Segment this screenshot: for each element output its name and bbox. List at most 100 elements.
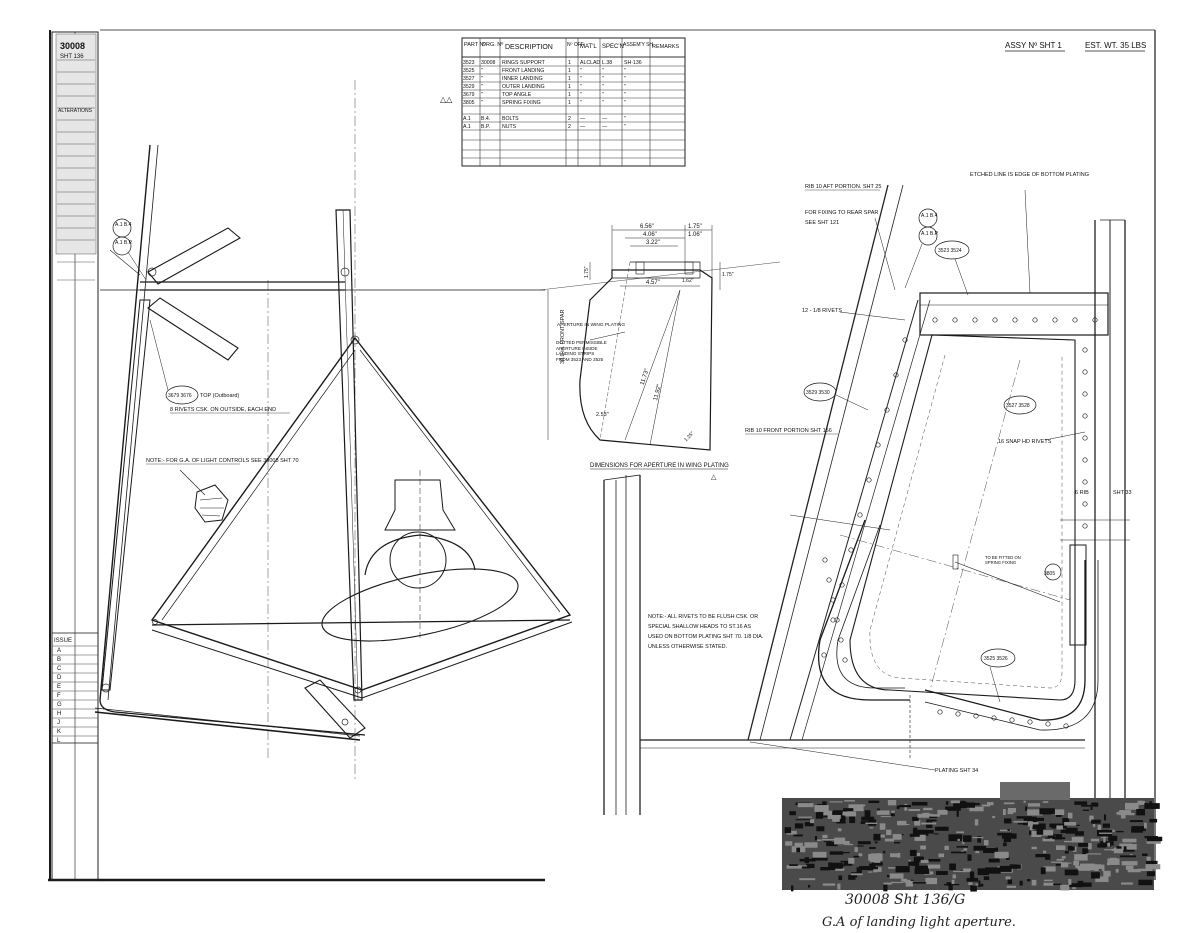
noise-speck bbox=[1113, 847, 1124, 854]
noise-speck bbox=[798, 816, 812, 818]
noise-speck bbox=[1007, 808, 1017, 813]
noise-speck bbox=[892, 834, 902, 840]
noise-speck bbox=[911, 801, 928, 806]
issue-value: C bbox=[57, 666, 62, 672]
noise-speck bbox=[804, 822, 814, 827]
table-header: SPEC'N bbox=[602, 44, 624, 50]
noise-speck bbox=[842, 811, 857, 817]
noise-speck bbox=[1039, 808, 1055, 815]
callout-a1-b4: A.1 B.4 bbox=[115, 222, 132, 228]
noise-speck bbox=[960, 850, 965, 853]
noise-speck bbox=[1007, 879, 1013, 885]
issue-value: H bbox=[57, 711, 61, 717]
noise-speck bbox=[1013, 821, 1028, 823]
noise-speck bbox=[814, 835, 818, 841]
noise-speck bbox=[1045, 854, 1051, 860]
noise-speck bbox=[1119, 843, 1132, 847]
noise-speck bbox=[1005, 876, 1011, 880]
noise-speck bbox=[934, 833, 939, 835]
noise-speck bbox=[1095, 876, 1109, 883]
noise-speck bbox=[836, 818, 846, 820]
noise-speck bbox=[869, 827, 874, 829]
noise-speck bbox=[1089, 815, 1094, 822]
rivet bbox=[1032, 317, 1038, 323]
dotted-aperture-note: DOTTED PERMISSIBLE APERTURE INSIDE LANDI… bbox=[556, 340, 607, 362]
rivet bbox=[937, 709, 943, 715]
noise-speck bbox=[914, 865, 929, 870]
noise-speck bbox=[868, 871, 873, 873]
noise-speck bbox=[837, 883, 841, 890]
noise-speck bbox=[826, 842, 838, 847]
noise-speck bbox=[838, 875, 843, 881]
noise-speck bbox=[823, 810, 833, 816]
noise-speck bbox=[975, 849, 980, 854]
noise-speck bbox=[901, 823, 910, 826]
noise-speck bbox=[1047, 835, 1056, 839]
callout-3523: 3523 3524 bbox=[938, 248, 962, 254]
callout-3527: 3527 3528 bbox=[1006, 403, 1030, 409]
rivet bbox=[1082, 435, 1088, 441]
noise-speck bbox=[786, 865, 802, 869]
handwritten-drawing-ref: 30008 Sht 136/G bbox=[845, 892, 965, 908]
noise-speck bbox=[952, 874, 957, 879]
noise-speck bbox=[1052, 837, 1066, 840]
noise-speck bbox=[956, 831, 965, 834]
noise-speck bbox=[1090, 806, 1093, 810]
noise-speck bbox=[1078, 842, 1089, 847]
noise-speck bbox=[856, 867, 862, 874]
noise-speck bbox=[1043, 879, 1053, 882]
noise-speck bbox=[785, 841, 793, 846]
noise-speck bbox=[837, 864, 843, 866]
noise-speck bbox=[834, 837, 846, 845]
noise-speck bbox=[977, 836, 981, 843]
noise-speck bbox=[1100, 837, 1109, 839]
dim-inner: 3.22" bbox=[646, 240, 660, 246]
table-cell: 3805 bbox=[463, 100, 475, 106]
noise-speck bbox=[966, 877, 979, 882]
noise-speck bbox=[1108, 835, 1118, 841]
noise-speck bbox=[890, 881, 904, 884]
noise-speck bbox=[908, 861, 920, 866]
noise-speck bbox=[842, 812, 850, 816]
noise-speck bbox=[1064, 851, 1069, 854]
scan-damage-patch bbox=[782, 782, 1163, 892]
noise-speck bbox=[795, 819, 811, 821]
noise-speck bbox=[1146, 871, 1155, 877]
noise-speck bbox=[832, 817, 840, 822]
noise-speck bbox=[1144, 803, 1160, 809]
noise-speck bbox=[789, 864, 798, 866]
noise-speck bbox=[865, 822, 878, 824]
noise-speck bbox=[804, 857, 809, 864]
table-cell: — bbox=[580, 116, 586, 122]
table-cell: BOLTS bbox=[502, 116, 519, 122]
table-cell: 1 bbox=[568, 92, 571, 98]
noise-speck bbox=[1056, 825, 1063, 830]
noise-speck bbox=[889, 873, 904, 879]
noise-speck bbox=[1092, 824, 1096, 828]
table-cell: " bbox=[624, 76, 626, 82]
noise-speck bbox=[937, 826, 949, 831]
dim-radius-2: 11.92" bbox=[653, 384, 663, 402]
noise-speck bbox=[1081, 804, 1094, 807]
noise-speck bbox=[850, 873, 863, 876]
table-cell: TOP ANGLE bbox=[502, 92, 532, 98]
rivet bbox=[1092, 317, 1098, 323]
issue-value: G bbox=[57, 702, 62, 708]
table-cell: " bbox=[624, 84, 626, 90]
rivet bbox=[1072, 317, 1078, 323]
rivet bbox=[992, 317, 998, 323]
noise-speck bbox=[1127, 869, 1141, 873]
noise-speck bbox=[1097, 824, 1102, 832]
noise-speck bbox=[895, 866, 910, 873]
rivet bbox=[1082, 413, 1088, 419]
noise-speck bbox=[1091, 819, 1101, 824]
table-cell: OUTER LANDING bbox=[502, 84, 545, 90]
noise-speck bbox=[903, 878, 908, 883]
noise-speck bbox=[1043, 866, 1056, 872]
noise-speck bbox=[843, 808, 854, 812]
noise-speck bbox=[1091, 802, 1099, 807]
noise-speck bbox=[1122, 838, 1137, 843]
noise-speck bbox=[880, 816, 892, 818]
noise-speck bbox=[1032, 823, 1046, 830]
rivet bbox=[838, 637, 844, 643]
